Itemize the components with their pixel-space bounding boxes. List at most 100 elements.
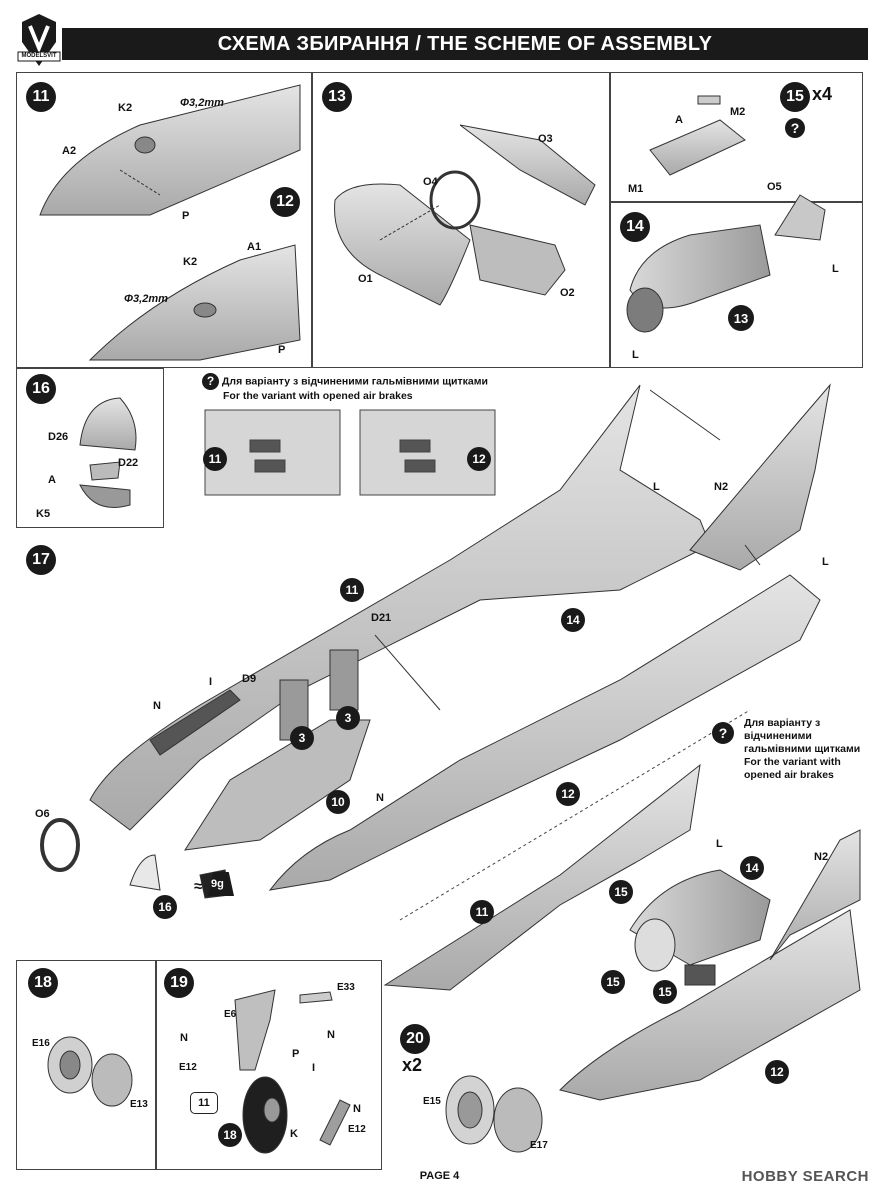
part-label-o2: O2 (560, 287, 575, 299)
part-label-dia-1: Φ3,2mm (180, 97, 224, 109)
part-label-l-4: L (822, 556, 829, 568)
part-label-e15: E15 (423, 1096, 441, 1107)
airbrake-detail-left (204, 409, 341, 496)
step-14-badge: 14 (620, 212, 650, 242)
nose-section-a1 (88, 244, 301, 361)
part-label-l: L (832, 263, 839, 275)
part-label-i: I (209, 676, 213, 688)
question-icon: ? (202, 373, 219, 390)
panel-step-19 (156, 960, 382, 1170)
part-label-e6: E6 (224, 1009, 237, 1020)
sub-step-18-ref: 18 (218, 1123, 242, 1147)
sub-step-3-ref: 3 (290, 726, 314, 750)
part-label-l-2: L (632, 349, 639, 361)
step-12-badge: 12 (270, 187, 300, 217)
step-18-badge: 18 (28, 968, 58, 998)
airbrake-box (649, 95, 746, 176)
landing-gear-leg (234, 989, 351, 1154)
step-17-badge: 17 (26, 545, 56, 575)
sub-step-15-ref-3: 15 (653, 980, 677, 1004)
part-label-n-5: N (353, 1103, 361, 1115)
part-label-n-3: N (180, 1032, 188, 1044)
step-16-badge: 16 (26, 374, 56, 404)
part-label-p-c: P (292, 1048, 300, 1060)
part-label-l-3: L (653, 481, 660, 493)
step-19-badge: 19 (164, 968, 194, 998)
exhaust-assembly (334, 124, 596, 306)
part-label-m1: M1 (628, 183, 644, 195)
part-label-a: A (675, 114, 683, 126)
sub-step-11-ref-2: 11 (340, 578, 364, 602)
part-label-d22: D22 (118, 457, 139, 469)
fuselage-right-half (268, 574, 821, 891)
part-label-n2: N2 (714, 481, 729, 493)
panel-step-15 (610, 72, 863, 202)
sub-step-15-ref: 15 (609, 880, 633, 904)
connector-line (744, 544, 761, 566)
part-label-e12-b: E12 (348, 1124, 366, 1135)
sub-step-12-ref-3: 12 (765, 1060, 789, 1084)
weight-label: 9g (211, 878, 224, 890)
part-label-n2-b: N2 (814, 851, 829, 863)
lower-fuselage-detail (383, 763, 861, 1101)
sub-step-12-ref: 12 (467, 447, 491, 471)
airbrake-note: ? Для варіанту з відчиненими гальмівними… (202, 373, 488, 403)
sub-step-10-ref: 10 (326, 790, 350, 814)
question-icon: ? (785, 118, 805, 138)
part-label-o5: O5 (767, 181, 782, 193)
part-label-n-4: N (327, 1029, 335, 1041)
part-label-d9: D9 (242, 673, 257, 685)
main-wheel-e16-e13 (47, 1036, 133, 1107)
fuselage-left-half (89, 384, 711, 831)
part-label-o4: O4 (423, 176, 438, 188)
sub-step-11-ref-3: 11 (470, 900, 494, 924)
sub-step-14-ref-2: 14 (740, 856, 764, 880)
brand-text: MODELSVIT (21, 53, 57, 59)
page-title: СХЕМА ЗБИРАННЯ / THE SCHEME OF ASSEMBLY (62, 28, 868, 60)
part-label-k: K (290, 1128, 298, 1140)
connector-line (374, 634, 441, 711)
part-label-m2: M2 (730, 106, 746, 118)
sub-step-13-ref: 13 (728, 305, 754, 331)
part-label-e16: E16 (32, 1038, 50, 1049)
part-label-d21: D21 (371, 612, 392, 624)
step-20-multiplier: x2 (402, 1055, 423, 1075)
part-label-k2-b: K2 (183, 256, 198, 268)
part-label-e13: E13 (130, 1099, 148, 1110)
step-15-badge: 15 (780, 82, 810, 112)
sub-step-12-ref-2: 12 (556, 782, 580, 806)
step-15-multiplier: x4 (812, 84, 833, 104)
part-label-l-5: L (716, 838, 723, 850)
panel-step-16 (16, 368, 164, 528)
part-label-e12: E12 (179, 1062, 197, 1073)
part-label-i-b: I (312, 1062, 316, 1074)
sub-step-16-ref: 16 (153, 895, 177, 919)
part-label-o6: O6 (35, 808, 50, 820)
part-label-p-b: P (278, 344, 286, 356)
panel-step-13 (312, 72, 610, 368)
sub-step-11-hex: 11 (190, 1092, 218, 1114)
step-13-badge: 13 (322, 82, 352, 112)
sub-step-3-ref-2: 3 (336, 706, 360, 730)
connector-line (649, 389, 721, 441)
step-20-badge: 20 (400, 1024, 430, 1054)
vertical-tail-n2 (689, 383, 831, 571)
step-11-badge: 11 (26, 82, 56, 112)
part-label-a1: A1 (247, 241, 262, 253)
part-label-k2: K2 (118, 102, 133, 114)
sub-step-15-ref-2: 15 (601, 970, 625, 994)
nose-cone-assembly (79, 397, 137, 508)
modelsvit-logo: MODELSVIT (16, 12, 62, 70)
part-label-d26: D26 (48, 431, 69, 443)
page-number: PAGE 4 (419, 1170, 460, 1182)
part-label-n-2: N (376, 792, 384, 804)
part-label-o3: O3 (538, 133, 553, 145)
nose-wheel-e15-e17 (445, 1075, 543, 1153)
watermark: HOBBY SEARCH (741, 1168, 869, 1185)
part-label-e33: E33 (337, 982, 355, 993)
jet-nozzle (626, 194, 826, 333)
guide-line (399, 709, 751, 921)
part-label-n: N (153, 700, 161, 712)
weight-approx: ≈ (194, 878, 203, 895)
